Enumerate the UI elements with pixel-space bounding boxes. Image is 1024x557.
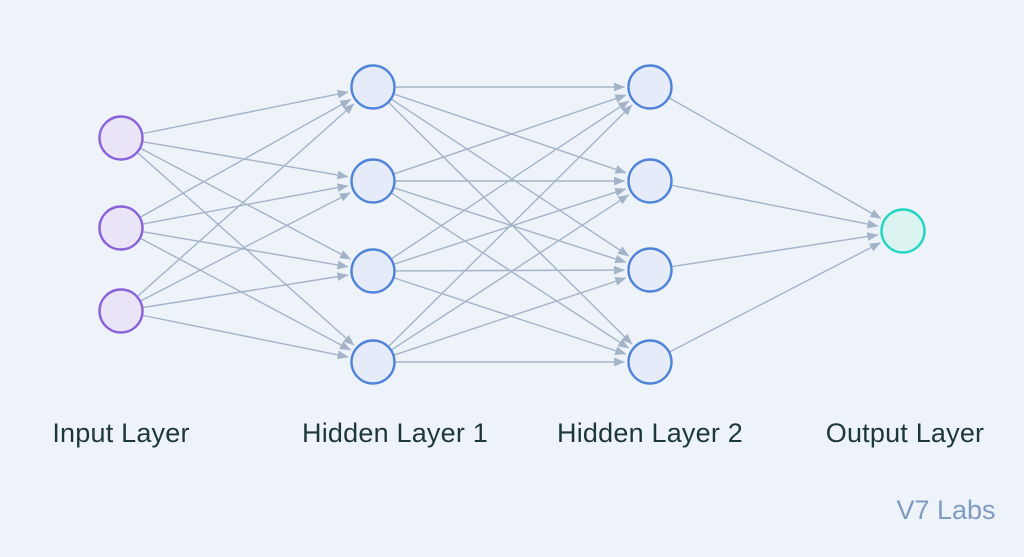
node-input-1 bbox=[98, 115, 144, 161]
edge-hidden2-1-to-output-0 bbox=[671, 184, 879, 229]
edge-hidden2-0-to-output-0 bbox=[669, 97, 882, 220]
node-hidden2-2 bbox=[627, 158, 673, 204]
edge-hidden1-3-to-hidden2-0 bbox=[388, 104, 633, 347]
layer-labels-group: Input Layer Hidden Layer 1 Hidden Layer 2 O… bbox=[52, 418, 995, 525]
node-hidden1-3 bbox=[350, 248, 396, 294]
edge-hidden1-3-to-hidden2-1 bbox=[391, 194, 630, 351]
edge-hidden1-2-to-hidden2-2 bbox=[395, 265, 626, 275]
node-hidden2-1 bbox=[627, 64, 673, 110]
layer-label-hidden1: Hidden Layer 1 bbox=[302, 418, 488, 448]
edge-hidden1-2-to-hidden2-0 bbox=[391, 100, 630, 260]
node-hidden2-4 bbox=[627, 339, 673, 385]
edge-input-1-to-hidden1-3 bbox=[140, 237, 351, 351]
node-output-1 bbox=[880, 208, 926, 254]
edge-input-0-to-hidden1-2 bbox=[140, 147, 351, 260]
edge-hidden1-1-to-hidden2-0 bbox=[394, 94, 627, 175]
node-hidden1-2 bbox=[350, 158, 396, 204]
node-hidden1-4 bbox=[350, 339, 396, 385]
edge-input-1-to-hidden1-0 bbox=[140, 98, 352, 218]
node-hidden1-1 bbox=[350, 64, 396, 110]
node-hidden2-3 bbox=[627, 247, 673, 293]
edge-input-2-to-hidden1-1 bbox=[140, 192, 351, 302]
layer-label-hidden2: Hidden Layer 2 bbox=[557, 418, 743, 448]
node-circles-group bbox=[98, 64, 926, 385]
edge-input-2-to-hidden1-0 bbox=[137, 103, 355, 297]
layer-label-output: Output Layer bbox=[826, 418, 985, 448]
node-input-2 bbox=[98, 205, 144, 251]
edge-hidden2-2-to-output-0 bbox=[672, 232, 879, 268]
layer-label-input: Input Layer bbox=[52, 418, 189, 448]
watermark-text: V7 Labs bbox=[896, 495, 995, 525]
node-input-3 bbox=[98, 288, 144, 334]
edge-input-1-to-hidden1-2 bbox=[143, 231, 349, 270]
edge-input-0-to-hidden1-0 bbox=[142, 89, 349, 135]
edge-hidden1-3-to-hidden2-2 bbox=[394, 277, 627, 356]
edge-input-2-to-hidden1-3 bbox=[142, 314, 349, 360]
edge-hidden1-0-to-hidden2-2 bbox=[391, 98, 630, 257]
edge-input-2-to-hidden1-2 bbox=[143, 272, 349, 309]
edge-input-0-to-hidden1-1 bbox=[143, 141, 349, 180]
edge-hidden1-0-to-hidden2-3 bbox=[388, 102, 633, 345]
edge-hidden2-3-to-output-0 bbox=[669, 242, 881, 353]
edge-lines-group bbox=[137, 82, 882, 367]
edge-input-1-to-hidden1-1 bbox=[142, 183, 349, 225]
edge-hidden1-0-to-hidden2-1 bbox=[394, 93, 627, 174]
